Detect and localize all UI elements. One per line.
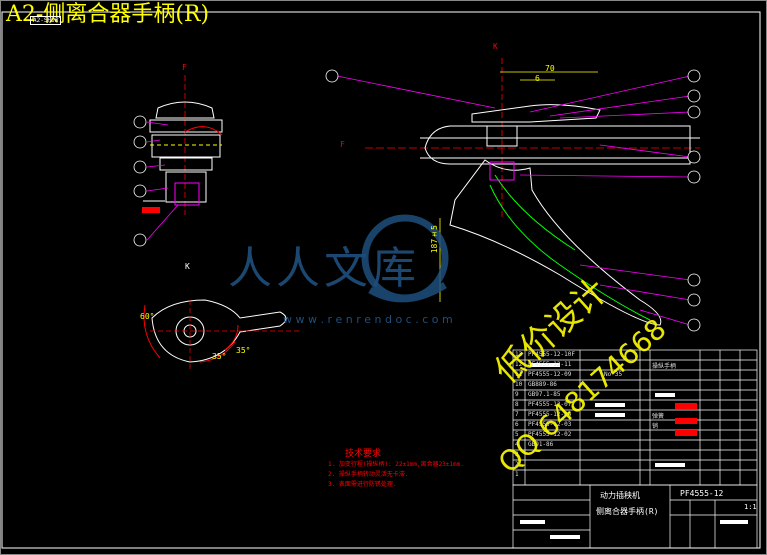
tech-req-item-3: 3. 表面需进行防锈处理. bbox=[328, 481, 397, 488]
bom-row-no: 13 bbox=[515, 351, 523, 358]
watermark-logo bbox=[361, 214, 449, 303]
bom-row-code: GB97.1-85 bbox=[528, 391, 561, 398]
bom-note-no35: No 35 bbox=[604, 371, 623, 378]
bom-row-no: 2 bbox=[515, 461, 519, 468]
title-block-part: 侧离合器手柄(R) bbox=[596, 507, 659, 516]
bom-row-code: GB889-86 bbox=[528, 381, 557, 388]
view-label-f-side: F bbox=[340, 140, 345, 149]
view-label-k-mid: K bbox=[185, 262, 190, 271]
tech-req-heading: 技术要求 bbox=[345, 449, 382, 459]
bom-row-no: 5 bbox=[515, 431, 519, 438]
bom-row-no: 9 bbox=[515, 391, 519, 398]
bom-row-no: 7 bbox=[515, 411, 519, 418]
k-view-lever bbox=[143, 299, 300, 372]
angle-35-a: 35° bbox=[212, 352, 227, 361]
view-label-k-top: K bbox=[493, 42, 498, 51]
bom-row-code: PF4555-12-04 bbox=[528, 411, 572, 418]
bom-row-no: 1 bbox=[515, 471, 519, 478]
view-label-f-top: F bbox=[182, 63, 187, 72]
dimension-6: 6 bbox=[535, 74, 540, 83]
left-leader-lines bbox=[146, 121, 179, 241]
dimension-70: 70 bbox=[545, 64, 555, 73]
top-tag: A2-SHOW bbox=[30, 16, 62, 25]
bom-row-no: 4 bbox=[515, 441, 519, 448]
watermark-url: w w w . r e n r e n d o c . c o m bbox=[283, 313, 453, 326]
bom-row-code: PF4555-12-02 bbox=[528, 431, 572, 438]
bom-red-marks bbox=[675, 403, 697, 436]
bom-row-no: 11 bbox=[515, 371, 523, 378]
drawing-title: A2-侧离合器手柄(R) bbox=[6, 2, 210, 27]
bom-table bbox=[512, 349, 758, 486]
title-block-drawing-no: PF4555-12 bbox=[680, 489, 724, 498]
bom-row-no: 10 bbox=[515, 381, 523, 388]
bom-row-code: PF4555-12-03 bbox=[528, 421, 572, 428]
angle-60: 60° bbox=[140, 312, 155, 321]
tech-req-item-1: 1. 加变行程(操纵柄): 22±1mm,离合器23±1mm. bbox=[328, 461, 464, 468]
bom-row-code: PF4555-12-07 bbox=[528, 401, 572, 408]
bom-note-handle: 操纵手柄 bbox=[652, 363, 677, 370]
side-view-assembly bbox=[365, 58, 700, 326]
bom-note-spring: 弹簧 bbox=[652, 413, 665, 420]
bom-row-no: 6 bbox=[515, 421, 519, 428]
angle-35-b: 35° bbox=[236, 346, 251, 355]
title-block bbox=[512, 484, 758, 549]
bom-row-no: 12 bbox=[515, 361, 523, 368]
title-block-marks bbox=[520, 520, 748, 539]
right-leader-lines bbox=[336, 75, 691, 326]
bom-row-code: PF4555-12-09 bbox=[528, 371, 572, 378]
bom-row-code: GB91-86 bbox=[528, 441, 554, 448]
left-balloons bbox=[133, 115, 147, 247]
bom-row-code: PF4555-12-10F bbox=[528, 351, 575, 358]
right-balloons bbox=[325, 69, 701, 332]
title-block-company: 动力插秧机 bbox=[600, 491, 640, 500]
drawing-frame bbox=[1, 11, 761, 549]
bom-row-code: PF4555-12-11 bbox=[528, 361, 572, 368]
dimension-187: 187±5 bbox=[430, 225, 439, 254]
bom-row-no: 3 bbox=[515, 451, 519, 458]
bom-row-no: 8 bbox=[515, 401, 519, 408]
watermark-brand: 人人文库 bbox=[228, 243, 420, 294]
tech-req-item-2: 2. 操纵手柄转动灵活无卡滞. bbox=[328, 471, 409, 478]
front-view-assembly bbox=[142, 75, 223, 215]
title-block-scale: 1:1 bbox=[744, 503, 757, 511]
bom-white-marks bbox=[530, 363, 685, 467]
bom-note-pin: 销 bbox=[652, 423, 659, 430]
